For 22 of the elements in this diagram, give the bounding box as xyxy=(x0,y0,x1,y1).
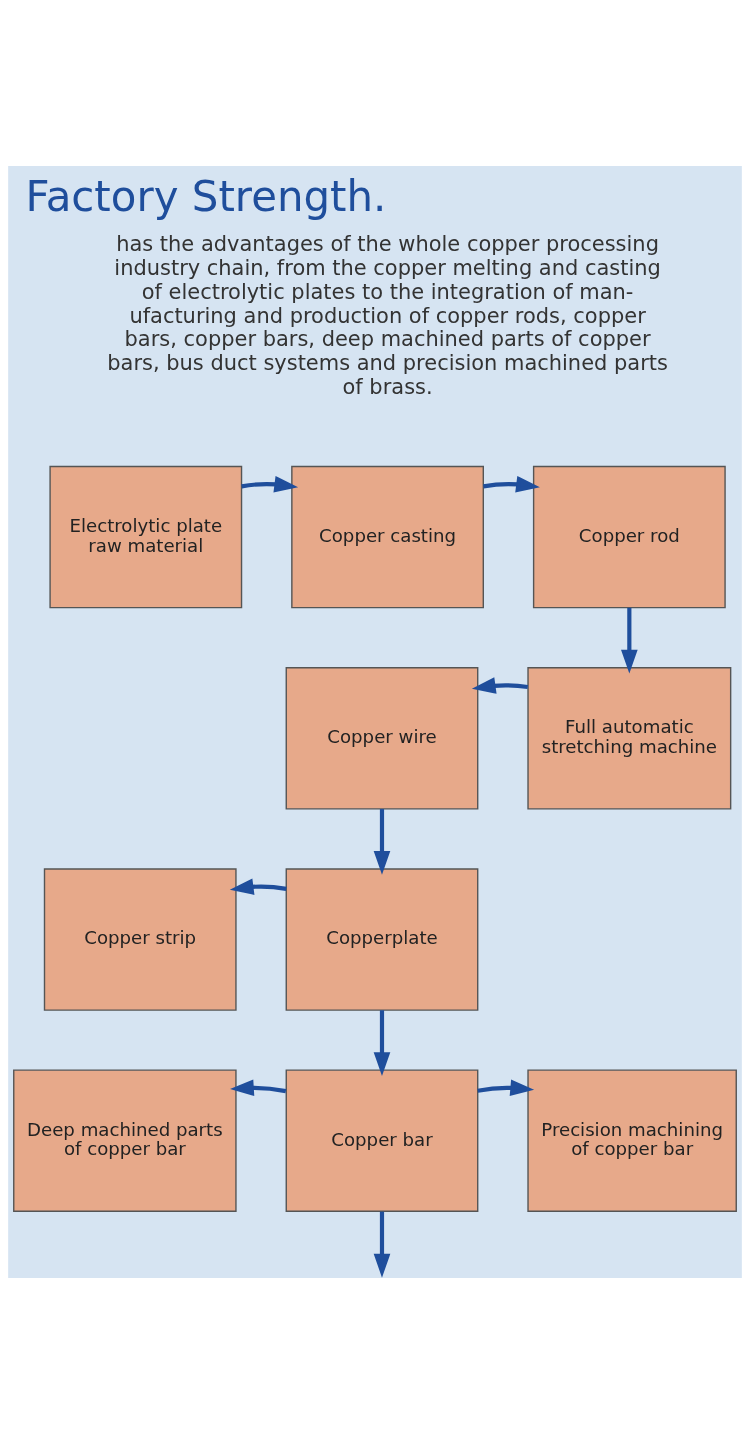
label: has the advantages of the whole copper processing industry chain, from the copper melting and casting of electrolytic plates to the integration of man-ufacturing and production of copper rods, copper bars, copper bars, deep machined parts of copper bars, bus duct systems and precision machined parts of brass. xyxy=(107,232,668,399)
arrow xyxy=(373,1010,391,1076)
node-box: Copper bar xyxy=(285,1069,479,1212)
arrow xyxy=(373,1211,391,1278)
node-box: Copper casting xyxy=(291,465,484,609)
node-box: Full automatic stretching machine xyxy=(527,667,732,810)
arrow xyxy=(229,878,287,895)
node-box: Copperplate xyxy=(285,868,479,1011)
arrow xyxy=(230,1079,287,1097)
arrow xyxy=(471,677,529,694)
arrow xyxy=(373,809,391,875)
diagram-title: Factory Strength. xyxy=(25,171,387,221)
node-box: Deep machined parts of copper bar xyxy=(13,1069,237,1212)
node-box: Electrolytic plate raw material xyxy=(49,465,243,609)
node-box: Precision machining of copper bar xyxy=(527,1069,737,1212)
arrow xyxy=(483,475,540,493)
arrow xyxy=(477,1079,535,1097)
arrow xyxy=(621,607,638,674)
node-box: Copper rod xyxy=(532,465,726,609)
arrow xyxy=(241,475,299,493)
node-box: Copper strip xyxy=(43,868,237,1011)
node-box: Copper wire xyxy=(285,667,479,810)
